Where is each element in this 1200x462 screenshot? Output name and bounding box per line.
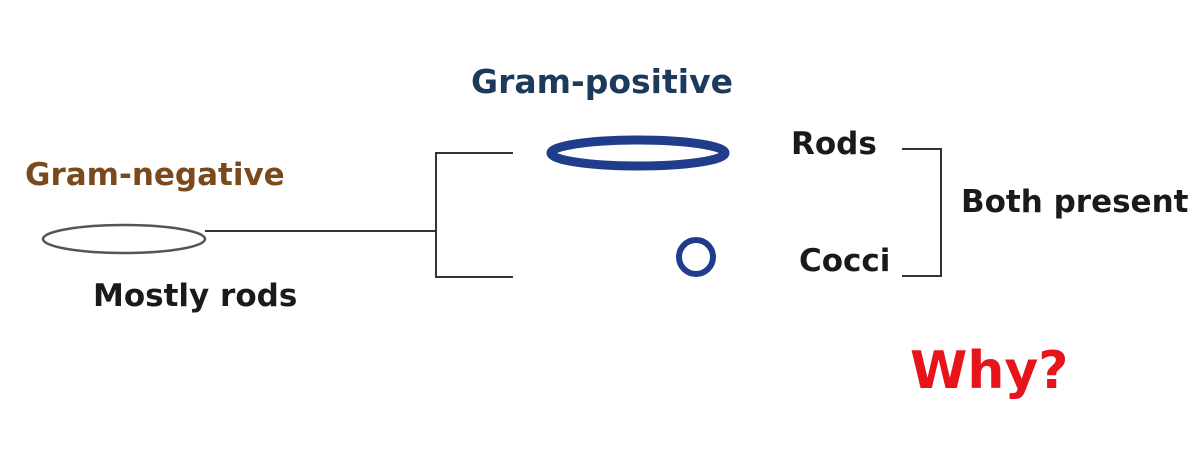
both-present-label: Both present (961, 184, 1189, 220)
rods-label: Rods (791, 126, 877, 162)
gram-positive-coccus-cell (676, 237, 716, 277)
gram-negative-label: Gram-negative (25, 157, 285, 193)
gram-positive-label: Gram-positive (471, 62, 733, 101)
question-label: Why? (910, 341, 1068, 401)
mostly-rods-label: Mostly rods (93, 278, 297, 314)
branch-bracket (435, 152, 513, 278)
gram-negative-rod-cell (41, 223, 207, 255)
cocci-label: Cocci (799, 243, 890, 279)
both-present-bracket (902, 148, 942, 277)
gram-positive-rod-cell (546, 135, 730, 171)
